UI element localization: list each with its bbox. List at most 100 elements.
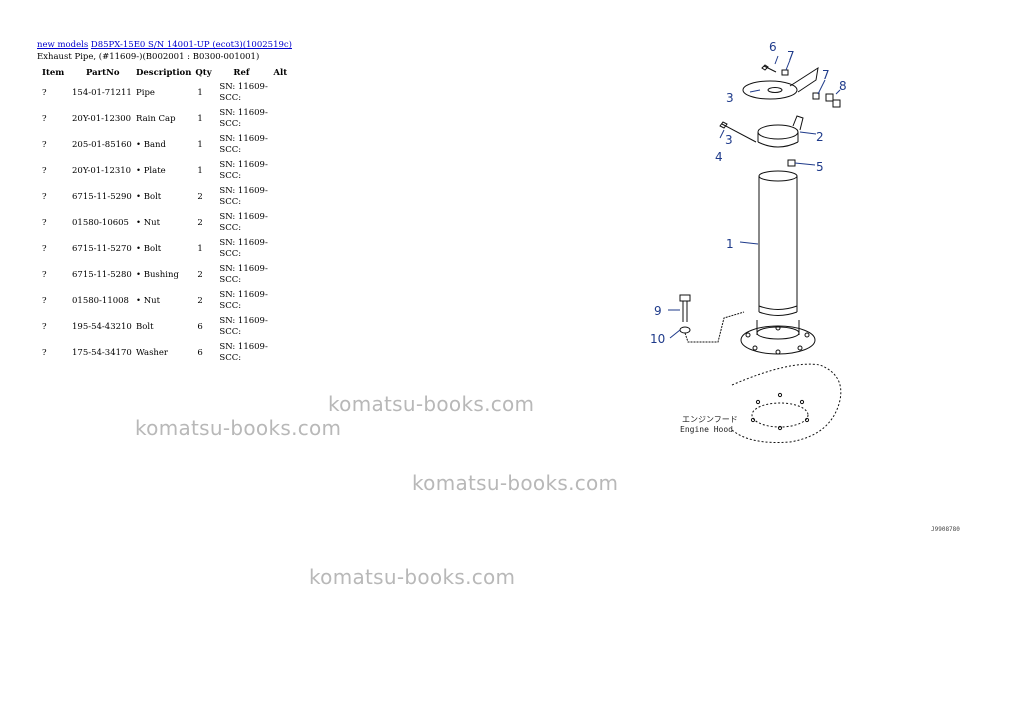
partno-cell: 154-01-71211	[72, 87, 132, 98]
header-alt: Alt	[273, 68, 288, 78]
item-cell: ?	[42, 139, 47, 150]
ref-cell: SN: 11609-SCC:	[219, 342, 268, 363]
ref-cell: SN: 11609-SCC:	[219, 160, 268, 181]
watermark: komatsu-books.com	[412, 471, 619, 495]
alt-cell	[273, 106, 291, 132]
alt-cell	[273, 80, 291, 106]
nut-7-lower	[812, 92, 820, 100]
header-item: Item	[42, 68, 65, 78]
alt-cell	[273, 210, 291, 236]
pipe-top	[758, 170, 798, 182]
qty-cell: 6	[197, 347, 203, 358]
item-cell: ?	[42, 269, 47, 280]
watermark: komatsu-books.com	[309, 565, 516, 589]
header-description: Description	[136, 68, 192, 78]
qty-cell: 1	[197, 113, 203, 124]
engine-hood-label-jp: エンジンフード	[682, 415, 738, 424]
description-cell: • Nut	[136, 217, 161, 228]
description-cell: • Bolt	[136, 243, 162, 254]
partno-cell: 205-01-85160	[72, 139, 132, 150]
description-cell: • Nut	[136, 295, 161, 306]
callout-6: 6	[769, 40, 777, 54]
description-cell: • Band	[136, 139, 166, 150]
qty-cell: 2	[197, 295, 203, 306]
qty-cell: 2	[197, 269, 203, 280]
ref-cell: SN: 11609-SCC:	[219, 264, 268, 285]
qty-cell: 2	[197, 217, 203, 228]
breadcrumb: new models D85PX-15E0 S/N 14001-UP (ecot…	[37, 40, 292, 50]
table-row: ? 01580-10605 • Nut 2 SN: 11609-SCC:	[37, 210, 291, 236]
partno-cell: 175-54-34170	[72, 347, 132, 358]
bolt-4	[719, 121, 757, 143]
item-cell: ?	[42, 347, 47, 358]
rain-cap-hole	[767, 87, 783, 93]
header-qty: Qty	[195, 68, 212, 78]
ref-cell: SN: 11609-SCC:	[219, 82, 268, 103]
ref-cell: SN: 11609-SCC:	[219, 316, 268, 337]
alt-cell	[273, 132, 291, 158]
item-cell: ?	[42, 217, 47, 228]
qty-cell: 1	[197, 87, 203, 98]
qty-cell: 6	[197, 321, 203, 332]
description-cell: Pipe	[136, 87, 155, 98]
qty-cell: 1	[197, 139, 203, 150]
callout-9: 9	[654, 304, 662, 318]
partno-cell: 01580-10605	[72, 217, 129, 228]
bushing-8a	[825, 93, 834, 102]
alt-cell	[273, 314, 291, 340]
description-cell: Washer	[136, 347, 168, 358]
callout-1: 1	[726, 237, 734, 251]
ref-cell: SN: 11609-SCC:	[219, 108, 268, 129]
ref-cell: SN: 11609-SCC:	[219, 134, 268, 155]
item-cell: ?	[42, 243, 47, 254]
callout-4b: 4	[715, 150, 723, 164]
washer-10	[679, 326, 691, 334]
partno-cell: 01580-11008	[72, 295, 129, 306]
partno-cell: 20Y-01-12300	[72, 113, 132, 124]
partno-cell: 6715-11-5290	[72, 191, 132, 202]
partno-cell: 6715-11-5280	[72, 269, 132, 280]
description-cell: Rain Cap	[136, 113, 176, 124]
callout-3: 3	[726, 91, 734, 105]
engine-hood-label-en: Engine Hood	[680, 425, 733, 434]
callout-10: 10	[650, 332, 665, 346]
item-cell: ?	[42, 191, 47, 202]
alt-cell	[273, 236, 291, 262]
item-cell: ?	[42, 321, 47, 332]
exploded-parts-diagram: 3 3 2 4 5 1 6 7 7 8 9 10 エンジンフード Engine …	[650, 40, 847, 443]
rain-cap-plate	[742, 80, 798, 100]
table-row: ? 205-01-85160 • Band 1 SN: 11609-SCC:	[37, 132, 291, 158]
breadcrumb-link-new-models[interactable]: new models	[37, 40, 89, 50]
callout-8: 8	[839, 79, 847, 93]
breadcrumb-link-model[interactable]: D85PX-15E0 S/N 14001-UP (ecot3)(1002519c…	[90, 40, 292, 50]
ref-cell: SN: 11609-SCC:	[219, 238, 268, 259]
alt-cell	[273, 184, 291, 210]
table-row: ? 6715-11-5280 • Bushing 2 SN: 11609-SCC:	[37, 262, 291, 288]
description-cell: • Bushing	[136, 269, 179, 280]
watermark: komatsu-books.com	[135, 416, 342, 440]
watermark: komatsu-books.com	[328, 392, 535, 416]
ref-cell: SN: 11609-SCC:	[219, 212, 268, 233]
callout-7b: 7	[822, 68, 830, 82]
qty-cell: 2	[197, 191, 203, 202]
partno-cell: 195-54-43210	[72, 321, 132, 332]
rain-cap-bracket	[789, 66, 819, 93]
parts-table: Item PartNo Description Qty Ref Alt ?154…	[37, 66, 291, 366]
description-cell: • Plate	[136, 165, 166, 176]
partno-cell: 6715-11-5270	[72, 243, 132, 254]
bushing-8b	[832, 99, 841, 108]
callout-5: 5	[816, 160, 824, 174]
alt-cell	[273, 262, 291, 288]
callout-7a: 7	[787, 49, 795, 63]
bolt-6	[761, 64, 777, 73]
partno-cell: 20Y-01-12310	[72, 165, 132, 176]
nut-7-upper	[781, 69, 789, 76]
nut-5	[787, 159, 796, 167]
